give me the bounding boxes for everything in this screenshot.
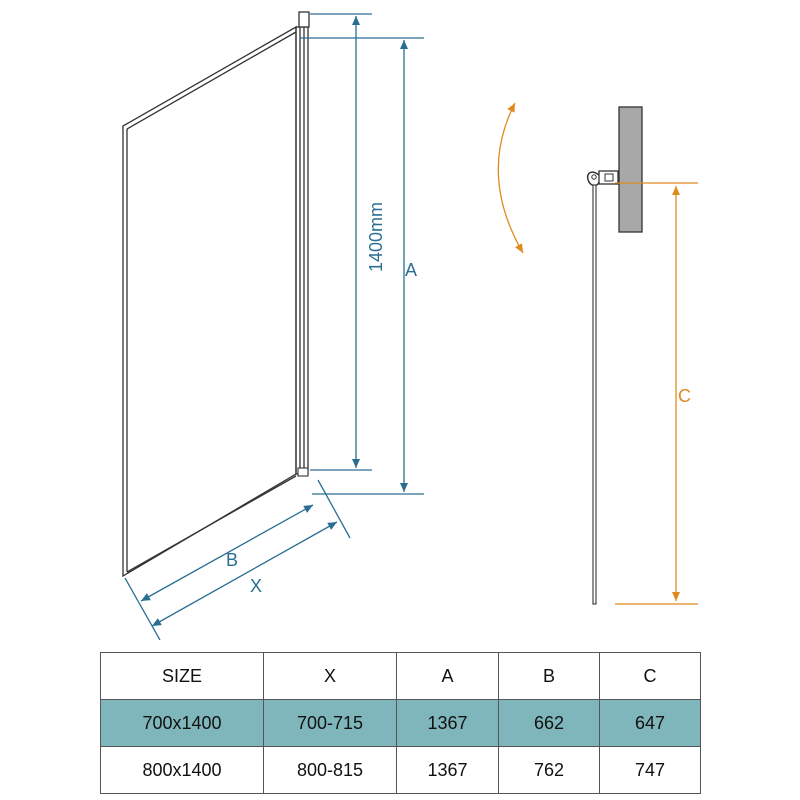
size-table: SIZE X A B C 700x1400 700-715 1367 662 6… xyxy=(100,652,701,794)
dimension-x-line xyxy=(151,521,338,627)
wall-block xyxy=(618,106,643,233)
table-cell: 700x1400 xyxy=(100,699,264,747)
table-row: 800x1400 800-815 1367 762 747 xyxy=(100,746,701,794)
table-cell: 1367 xyxy=(396,699,499,747)
table-row: 700x1400 700-715 1367 662 647 xyxy=(100,699,701,747)
table-cell: 762 xyxy=(498,746,600,794)
table-cell: 662 xyxy=(498,699,600,747)
wall-profile xyxy=(295,11,310,477)
bath-screen-diagram: 1400mm A B X C xyxy=(122,11,698,640)
glass-panel xyxy=(122,25,297,578)
dimension-b-label: B xyxy=(226,550,238,570)
table-cell: 647 xyxy=(599,699,701,747)
hinge xyxy=(586,170,619,187)
header-b: B xyxy=(498,652,600,700)
side-glass-panel xyxy=(592,184,597,605)
dimension-x-label: X xyxy=(250,576,262,596)
table-cell: 800-815 xyxy=(263,746,397,794)
table-cell: 700-715 xyxy=(263,699,397,747)
header-a: A xyxy=(396,652,499,700)
table-cell: 747 xyxy=(599,746,701,794)
header-c: C xyxy=(599,652,701,700)
table-cell: 800x1400 xyxy=(100,746,264,794)
header-x: X xyxy=(263,652,397,700)
extension-lines xyxy=(124,13,424,640)
dimension-c-label: C xyxy=(678,386,691,406)
table-cell: 1367 xyxy=(396,746,499,794)
swing-arrow-icon xyxy=(497,102,524,254)
header-size: SIZE xyxy=(100,652,264,700)
dimension-a-label: A xyxy=(405,260,417,280)
table-header-row: SIZE X A B C xyxy=(100,652,701,700)
height-label: 1400mm xyxy=(366,202,386,272)
